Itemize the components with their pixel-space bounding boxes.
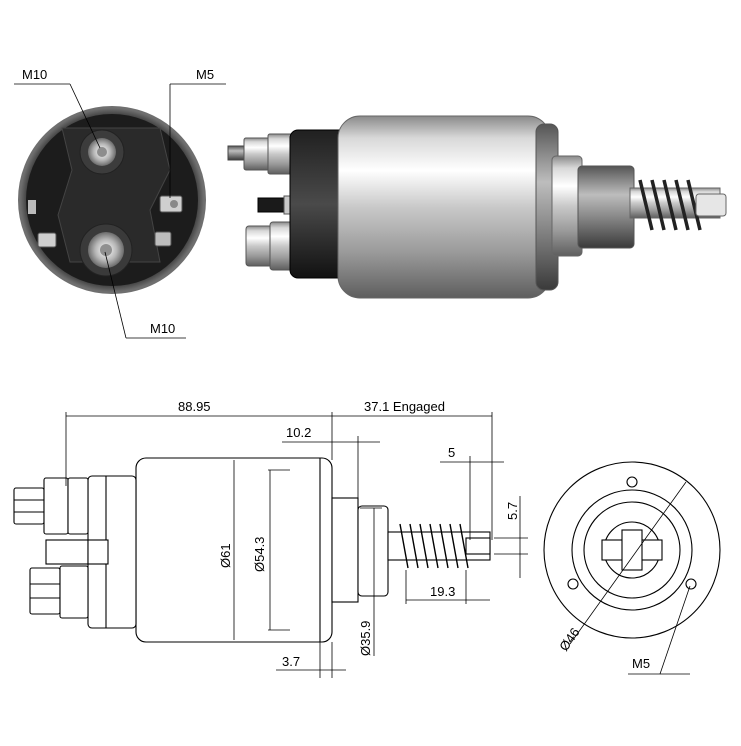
mount-hole-top-icon [626,476,638,488]
dim-plunger-tip-width: 5.7 [505,502,520,520]
side-view-dimensions: 88.95 37.1 Engaged 10.2 5 5.7 Ø61 Ø54.3 … [65,399,528,678]
dim-body-diameter: Ø61 [218,543,233,568]
dim-bolt-circle: Ø46 [556,625,582,654]
mount-hole-right-icon [685,578,697,590]
label-m5-photo: M5 [196,67,214,82]
dim-plunger-tip: 5 [448,445,455,460]
dim-boss-diameter: Ø35.9 [358,621,373,656]
label-m10-bottom: M10 [150,321,175,336]
dim-overall-length: 88.95 [178,399,211,414]
photo-callouts: M10 M5 M10 [14,67,226,339]
mount-hole-left-icon [567,578,579,590]
dim-engaged-stroke: 37.1 Engaged [364,399,445,414]
dim-flange-offset: 10.2 [286,425,311,440]
photo-body-can [337,115,551,299]
drawing-front-view: Ø46 M5 [543,461,721,675]
label-m5-drawing: M5 [632,656,650,671]
photo-side-view [227,115,727,299]
label-m10-top: M10 [22,67,47,82]
dim-inner-diameter: Ø54.3 [252,537,267,572]
dim-flange-thickness: 3.7 [282,654,300,669]
photo-end-view [18,106,206,294]
dim-spring-length: 19.3 [430,584,455,599]
